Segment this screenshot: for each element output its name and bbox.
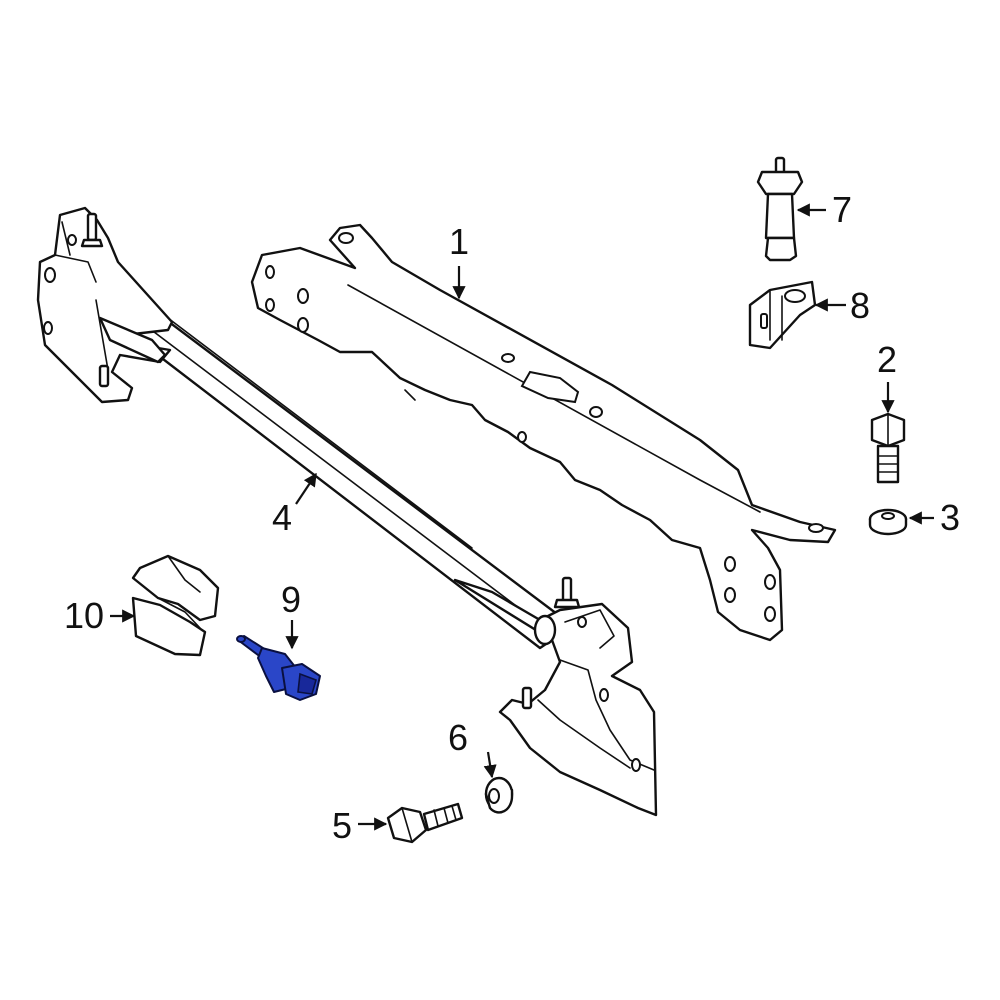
part-7-pin[interactable]	[756, 156, 804, 262]
callout-5[interactable]: 5	[332, 805, 352, 846]
part-10-clip[interactable]	[131, 554, 220, 657]
part-3-washer[interactable]	[868, 508, 908, 536]
leader-lines	[110, 203, 934, 831]
part-9-sensor[interactable]	[236, 635, 321, 701]
callout-8[interactable]: 8	[850, 285, 870, 326]
callout-3[interactable]: 3	[940, 497, 960, 538]
callout-6[interactable]: 6	[448, 717, 468, 758]
part-2-bolt[interactable]	[870, 412, 906, 484]
callout-1[interactable]: 1	[449, 221, 469, 262]
part-5-bolt[interactable]	[386, 802, 464, 844]
callout-4[interactable]: 4	[272, 497, 292, 538]
callout-2[interactable]: 2	[877, 339, 897, 380]
callout-9[interactable]: 9	[281, 579, 301, 620]
part-6-spacer[interactable]	[484, 776, 514, 814]
part-1-support-panel[interactable]	[250, 223, 837, 642]
leader-6	[483, 751, 497, 779]
callout-7[interactable]: 7	[832, 189, 852, 230]
callout-labels: 1 2 3 4 5 6 7 8 9 10	[64, 189, 960, 846]
part-8-bracket[interactable]	[748, 280, 817, 350]
callout-10[interactable]: 10	[64, 595, 104, 636]
leader-4	[295, 472, 317, 505]
part-4-crossmember[interactable]	[36, 206, 658, 817]
